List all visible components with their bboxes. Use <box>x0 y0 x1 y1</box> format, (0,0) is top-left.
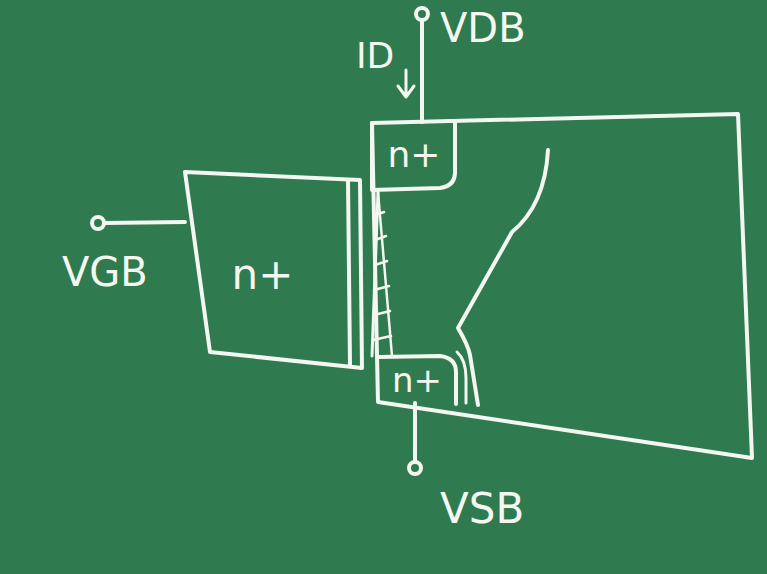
source-terminal <box>409 462 421 474</box>
terminal-voltage: VGB <box>62 252 148 292</box>
gate-electrode <box>185 172 362 368</box>
substrate-outline <box>372 114 752 458</box>
doped-region: n+ <box>376 126 452 184</box>
doped-region: n+ <box>215 240 310 310</box>
doped-region: n+ <box>380 360 454 400</box>
gate-wire <box>104 222 185 223</box>
terminal-voltage: VSB <box>440 488 524 530</box>
depletion-edge <box>458 150 548 405</box>
channel-hatch <box>373 192 392 356</box>
gate-label: n+ <box>232 254 294 296</box>
current-arrow <box>398 70 414 97</box>
drain-region <box>372 121 455 190</box>
source-wire <box>413 403 417 462</box>
source-label: n+ <box>392 363 442 397</box>
drain-label: n+ <box>388 137 441 173</box>
channel <box>372 192 378 356</box>
gate-edge <box>348 180 350 366</box>
drain-current: ID <box>356 38 394 74</box>
terminal-voltage: VDB <box>440 8 526 48</box>
drain-wire <box>420 20 424 122</box>
source-region <box>378 356 456 404</box>
source-depletion-edge <box>457 352 466 403</box>
